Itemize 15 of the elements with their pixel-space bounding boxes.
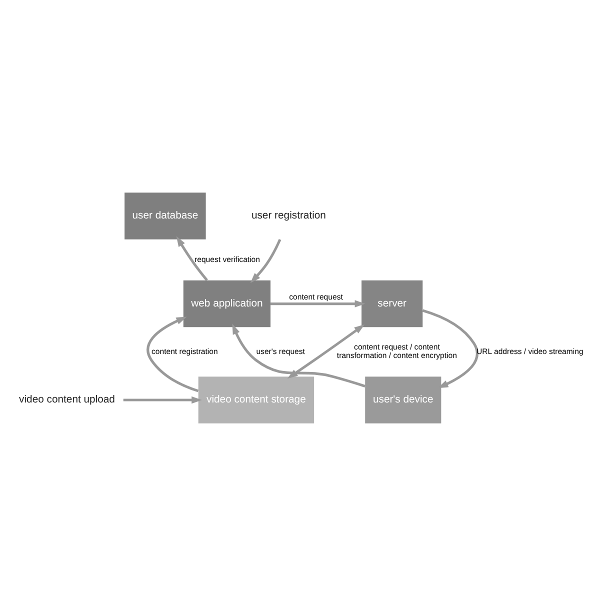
arrow <box>146 316 199 392</box>
arrow <box>250 238 282 283</box>
arrow <box>123 396 202 404</box>
node-box: web application <box>183 280 270 327</box>
node-box: user database <box>124 192 206 239</box>
arrow <box>270 300 366 307</box>
node-text: video content upload <box>19 394 115 405</box>
node-box: user's device <box>365 376 442 423</box>
node-text: user registration <box>251 210 326 221</box>
arrow <box>232 323 366 387</box>
arrow <box>176 236 208 281</box>
node-box: video content storage <box>198 376 314 423</box>
arrow <box>422 308 478 388</box>
arrow <box>287 324 365 378</box>
node-box: server <box>362 280 423 327</box>
